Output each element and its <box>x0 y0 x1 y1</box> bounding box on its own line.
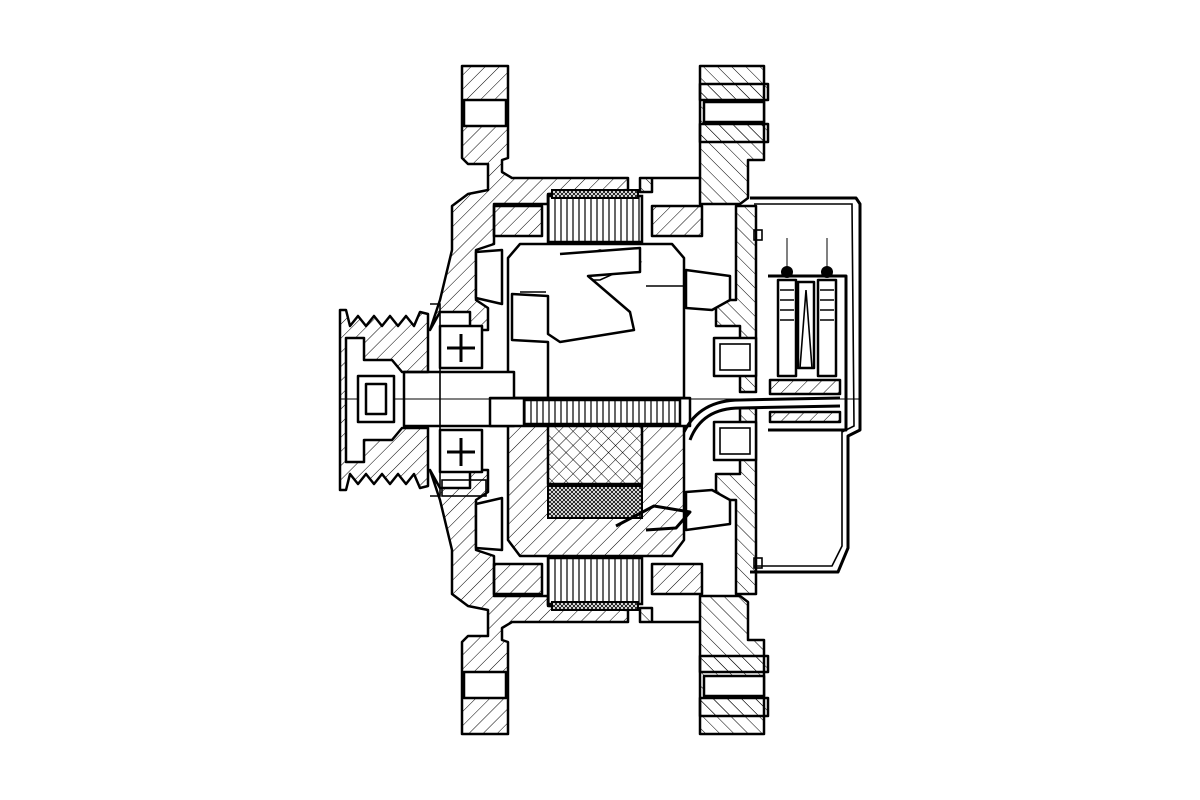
rotor-shaft <box>340 370 860 428</box>
front-bearing <box>430 303 487 497</box>
rear-cover <box>750 196 862 574</box>
front-housing <box>428 64 630 736</box>
stator-core <box>492 189 704 611</box>
rotor-claw-poles <box>474 242 732 558</box>
brush-holder <box>768 238 848 432</box>
rear-bearing <box>682 336 841 462</box>
drive-pulley <box>338 308 430 492</box>
